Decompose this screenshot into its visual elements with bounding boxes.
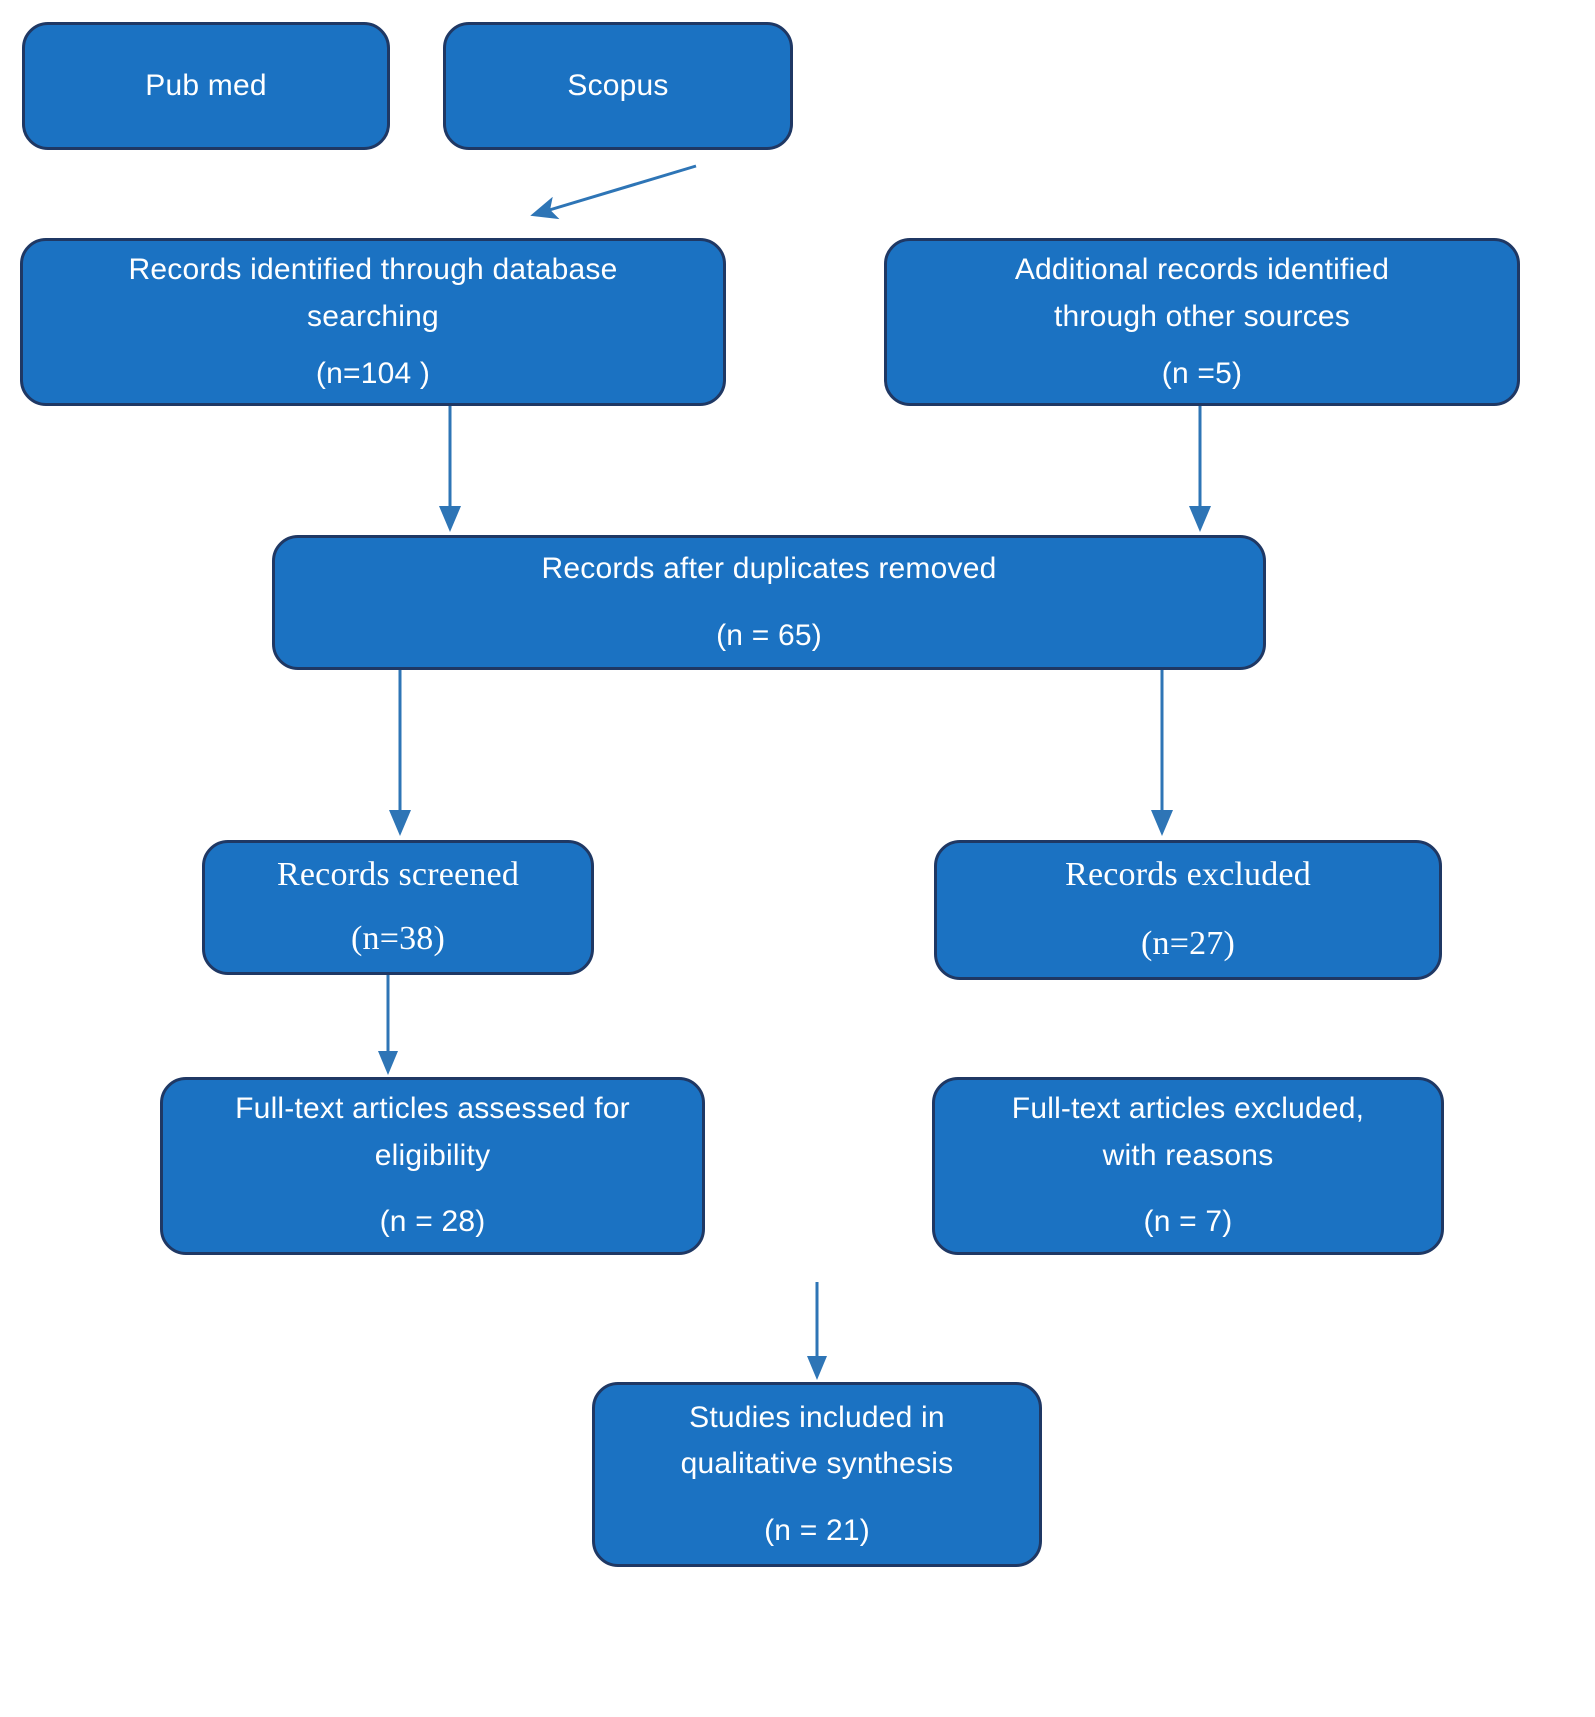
studies-included-qualitative-synthesis-box[interactable]: Studies included in qualitative synthesi… [592,1382,1042,1567]
arrow-duplicates-to-screened [380,670,420,842]
arrow-scopus-to-db-search [500,160,720,240]
studies-included-count: (n = 21) [764,1513,870,1547]
records-identified-other-sources-line1: Additional records identified [1014,253,1390,286]
records-excluded-label: Records excluded [1065,856,1311,893]
arrow-other-sources-to-duplicates [1180,406,1220,538]
records-identified-database-line2: searching [307,299,439,333]
fulltext-excluded-with-reasons-line1: Full-text articles excluded, [1011,1092,1365,1126]
records-identified-database-box[interactable]: Records identified through database sear… [20,238,726,406]
studies-included-line1: Studies included in [689,1400,945,1434]
records-after-duplicates-removed-count: (n = 65) [716,618,822,652]
records-screened-count: (n=38) [350,920,446,958]
records-excluded-box[interactable]: Records excluded (n=27) [934,840,1442,980]
fulltext-excluded-with-reasons-box[interactable]: Full-text articles excluded, with reason… [932,1077,1444,1255]
arrow-db-search-to-duplicates [430,406,470,538]
records-screened-box[interactable]: Records screened (n=38) [202,840,594,975]
studies-included-line2: qualitative synthesis [680,1447,954,1481]
fulltext-excluded-with-reasons-count: (n = 7) [1143,1205,1233,1239]
source-pubmed-label: Pub med [145,68,267,102]
arrow-fulltext-to-included [797,1282,837,1386]
records-identified-other-sources-box[interactable]: Additional records identified through ot… [884,238,1520,406]
records-excluded-count: (n=27) [1140,925,1236,963]
fulltext-assessed-eligibility-line2: eligibility [374,1138,491,1172]
records-identified-database-line1: Records identified through database [128,253,618,286]
records-after-duplicates-removed-label: Records after duplicates removed [541,552,997,585]
fulltext-assessed-eligibility-box[interactable]: Full-text articles assessed for eligibil… [160,1077,705,1255]
records-identified-other-sources-count: (n =5) [1161,356,1243,390]
records-identified-database-count: (n=104 ) [315,356,431,390]
source-scopus-box[interactable]: Scopus [443,22,793,150]
records-screened-label: Records screened [276,856,520,893]
arrow-duplicates-to-excluded [1142,670,1182,842]
source-pubmed-box[interactable]: Pub med [22,22,390,150]
source-scopus-label: Scopus [567,68,669,102]
fulltext-excluded-with-reasons-line2: with reasons [1102,1138,1274,1172]
records-after-duplicates-removed-box[interactable]: Records after duplicates removed (n = 65… [272,535,1266,670]
arrow-screened-to-fulltext [368,975,408,1081]
fulltext-assessed-eligibility-line1: Full-text articles assessed for [235,1092,630,1126]
fulltext-assessed-eligibility-count: (n = 28) [379,1205,486,1239]
records-identified-other-sources-line2: through other sources [1053,299,1351,333]
